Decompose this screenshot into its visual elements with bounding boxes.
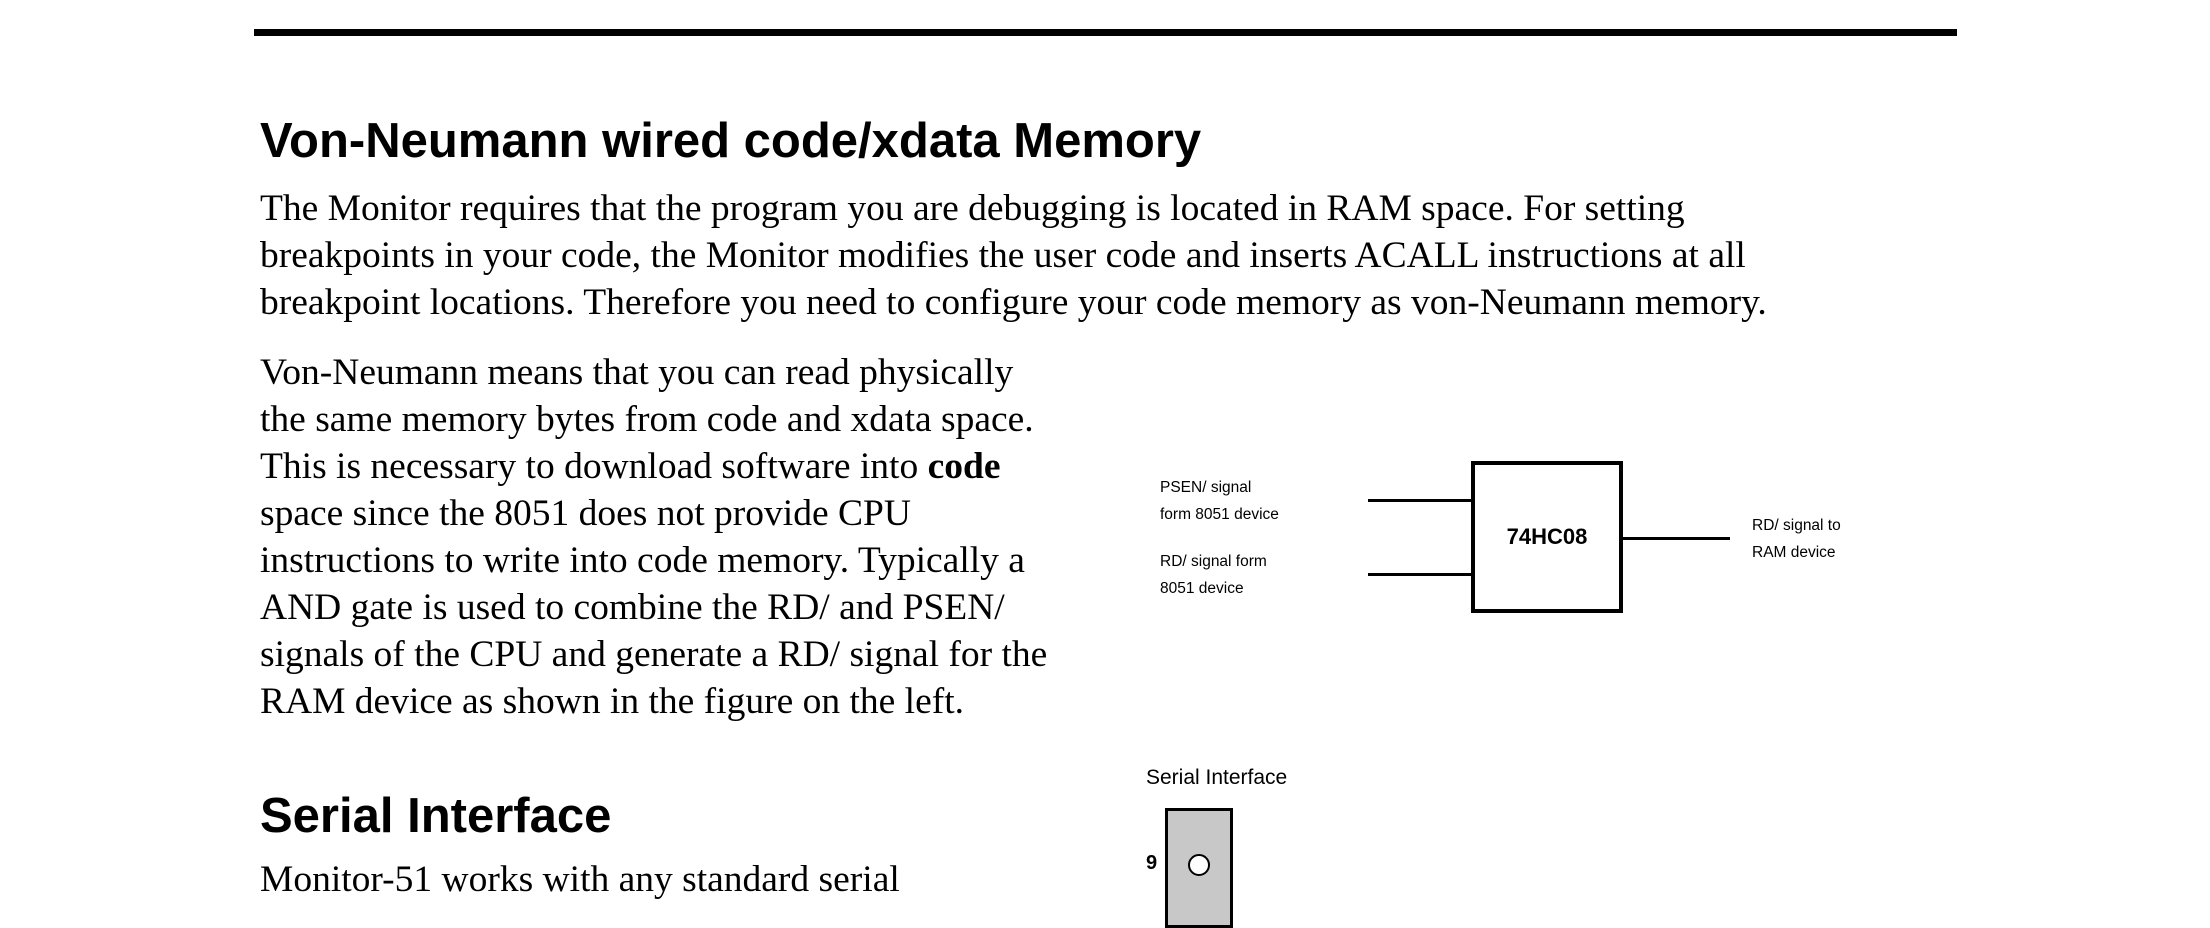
pin-number: 9 [1146,852,1158,874]
section-heading-serial-interface: Serial Interface [260,789,612,843]
paragraph-line: signals of the CPU and generate a RD/ si… [260,634,1048,675]
rd-input-wire [1368,573,1472,576]
paragraph-line: Monitor-51 works with any standard seria… [260,859,900,900]
emphasis-code: code [927,446,1001,487]
paragraph-line: space since the 8051 does not provide CP… [260,493,911,534]
serial-figure-caption: Serial Interface [1146,766,1288,789]
paragraph-line: Von-Neumann means that you can read phys… [260,352,1014,393]
connector-pin-icon [1188,854,1210,876]
rd-output-wire [1622,537,1730,540]
label-line: PSEN/ signal [1160,479,1252,496]
label-line: 8051 device [1160,580,1244,597]
paragraph-line: The Monitor requires that the program yo… [260,188,1685,229]
paragraph-line: This is necessary to download software i… [260,443,1047,490]
label-line: RAM device [1752,544,1836,561]
rd-output-label: RD/ signal to RAM device [1752,512,1841,566]
paragraph-line: AND gate is used to combine the RD/ and … [260,587,1005,628]
serial-paragraph: Monitor-51 works with any standard seria… [260,856,900,903]
paragraph-text: This is necessary to download software i… [260,446,928,487]
paragraph-line: RAM device as shown in the figure on the… [260,681,965,722]
paragraph-line: breakpoint locations. Therefore you need… [260,282,1767,323]
paragraph-line: the same memory bytes from code and xdat… [260,399,1034,440]
gate-74hc08: 74HC08 [1471,461,1623,613]
psen-input-label: PSEN/ signal form 8051 device [1160,474,1279,528]
top-rule [254,29,1957,36]
paragraph-line: breakpoints in your code, the Monitor mo… [260,235,1746,276]
label-line: RD/ signal form [1160,553,1267,570]
label-line: RD/ signal to [1752,517,1841,534]
von-neumann-paragraph: Von-Neumann means that you can read phys… [260,349,1047,725]
label-line: form 8051 device [1160,506,1279,523]
rd-input-label: RD/ signal form 8051 device [1160,548,1267,602]
intro-paragraph: The Monitor requires that the program yo… [260,185,1767,326]
paragraph-line: instructions to write into code memory. … [260,540,1025,581]
gate-label: 74HC08 [1506,524,1588,549]
psen-input-wire [1368,499,1472,502]
section-heading-von-neumann: Von-Neumann wired code/xdata Memory [260,114,1202,168]
